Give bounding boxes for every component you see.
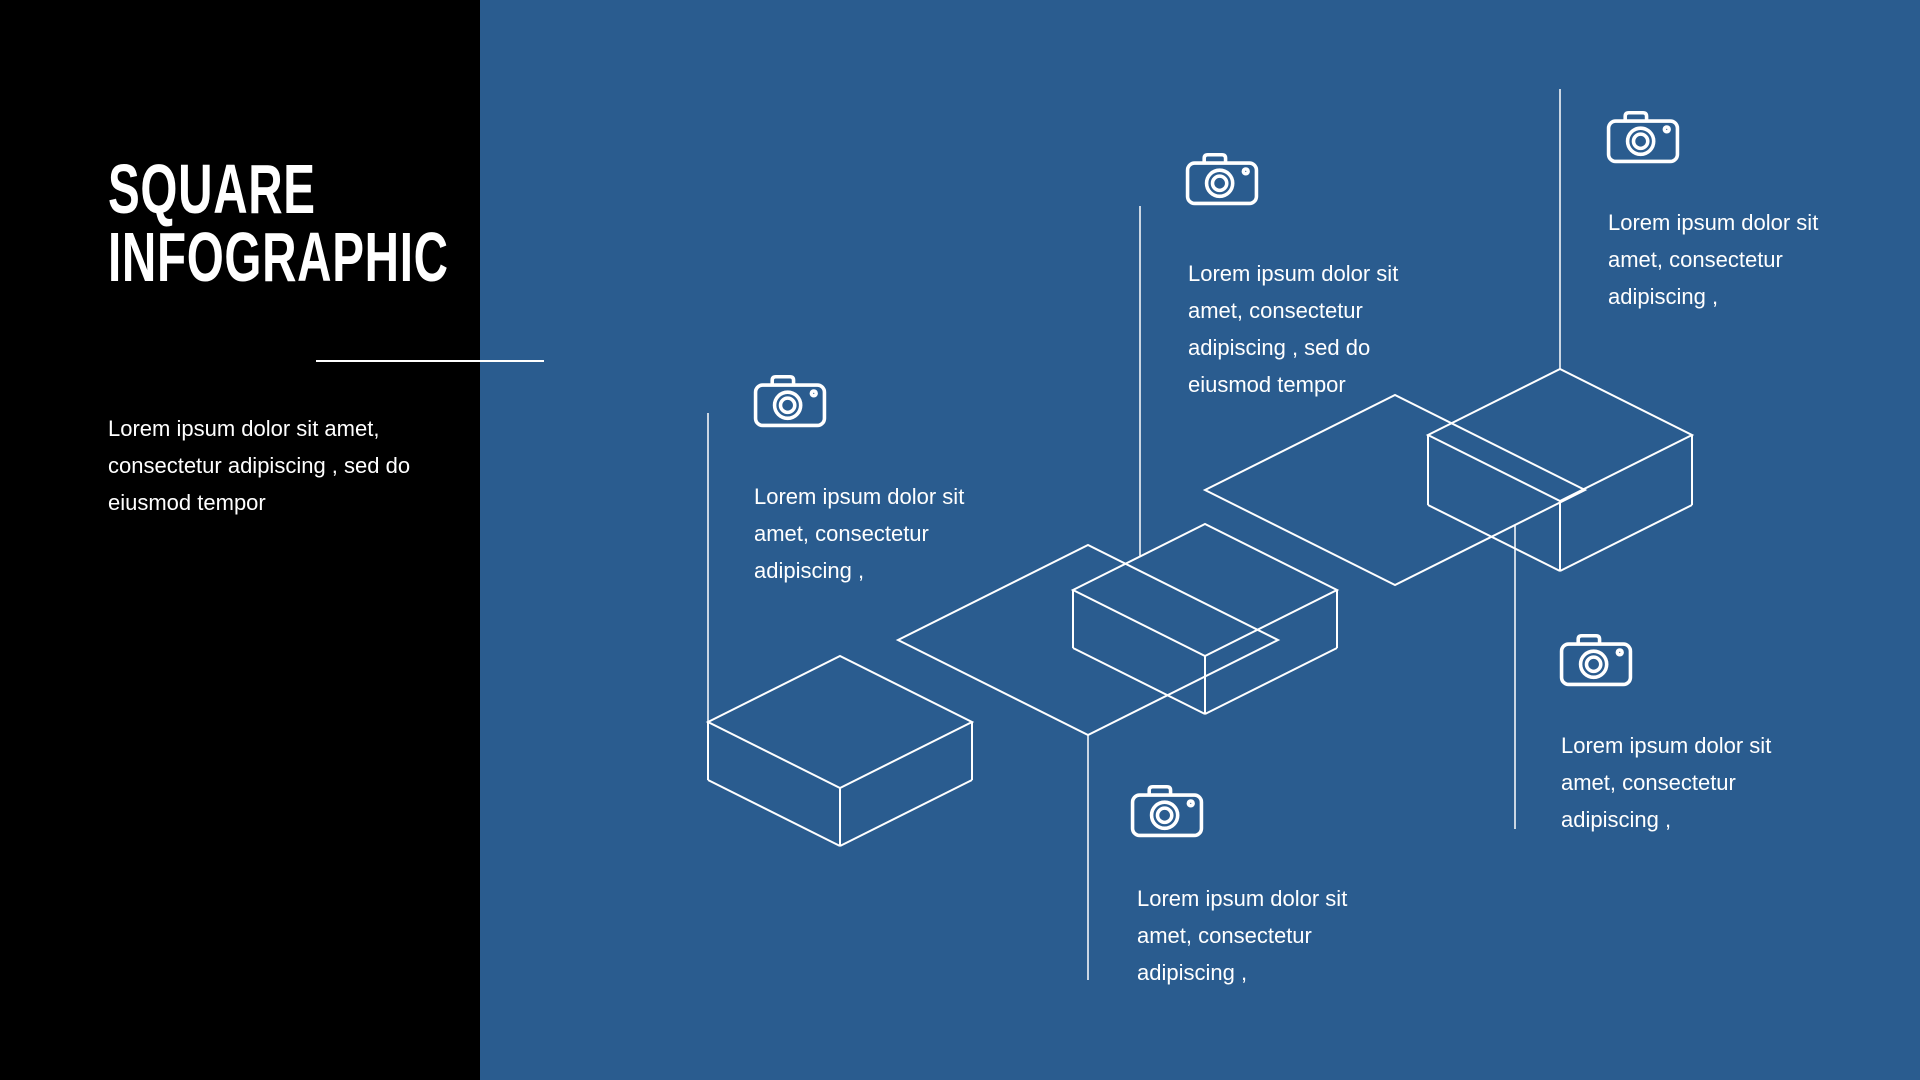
iso-box-1 — [705, 654, 975, 847]
title-divider — [316, 360, 544, 362]
iso-box-2 — [1070, 522, 1340, 715]
iso-square-1 — [895, 543, 1281, 737]
page-title-line2: INFOGRAPHIC — [108, 217, 449, 296]
camera-icon — [1129, 782, 1205, 839]
camera-icon — [1184, 150, 1260, 207]
page-title: SQUARE INFOGRAPHIC — [108, 150, 449, 296]
item-text-5: Lorem ipsum dolor sit amet, consectetur … — [1137, 886, 1348, 985]
item-text-4: Lorem ipsum dolor sit amet, consectetur … — [1561, 733, 1772, 832]
item-text-2: Lorem ipsum dolor sit amet, consectetur … — [1188, 261, 1399, 397]
sidebar-description: Lorem ipsum dolor sit amet, consectetur … — [108, 416, 411, 515]
left-panel — [0, 0, 480, 1080]
camera-icon — [1558, 631, 1634, 688]
item-text-1: Lorem ipsum dolor sit amet, consectetur … — [754, 484, 965, 583]
iso-square-2 — [1202, 393, 1588, 587]
iso-box-3 — [1425, 367, 1695, 572]
page-title-line1: SQUARE — [108, 150, 316, 228]
camera-icon — [1605, 108, 1681, 165]
item-text-3: Lorem ipsum dolor sit amet, consectetur … — [1608, 210, 1819, 309]
camera-icon — [752, 372, 828, 429]
